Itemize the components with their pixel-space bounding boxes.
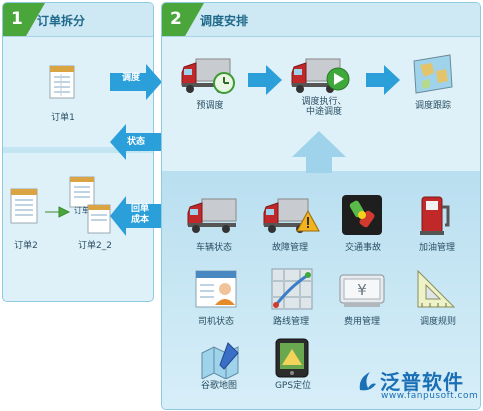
expense-management-icon[interactable]: ¥ (338, 271, 386, 311)
feature-label-vehicle-status: 车辆状态 (195, 243, 232, 253)
feature-label-refueling: 加油管理 (418, 243, 455, 253)
dispatch-title: 调度安排 (200, 14, 249, 28)
gps-device-icon[interactable] (272, 337, 312, 379)
order2-1-document-icon[interactable] (67, 175, 103, 213)
flow-arrow-1 (248, 65, 282, 95)
vehicle-status-truck-icon[interactable] (186, 193, 242, 235)
order1-label: 订单1 (51, 113, 75, 123)
google-map-icon[interactable] (198, 339, 242, 379)
svg-text:¥: ¥ (357, 281, 367, 299)
dispatch-execution-truck-icon[interactable] (290, 53, 352, 97)
order-split-panel: 1 订单拆分 订单1 订单2_1 订单2 订单2_2 (2, 2, 154, 302)
order-split-title: 订单拆分 (37, 14, 86, 28)
dispatch-arrow-label: 调度 (122, 73, 141, 83)
order1-document-icon[interactable] (48, 63, 78, 103)
flow-label-execution-1: 调度执行、 (301, 97, 347, 107)
feature-label-route-management: 路线管理 (272, 317, 309, 327)
logo-name: 泛普软件 (380, 370, 464, 394)
route-management-icon[interactable] (270, 267, 314, 311)
order2-document-icon[interactable] (7, 186, 43, 228)
dispatch-rules-ruler-icon[interactable] (414, 267, 458, 311)
flow-label-pre-dispatch: 预调度 (196, 101, 224, 111)
refueling-pump-icon[interactable] (418, 193, 454, 237)
feature-label-gps: GPS定位 (274, 381, 312, 391)
dispatch-header (162, 3, 480, 37)
order2-2-label: 订单2_2 (78, 241, 112, 251)
panel-separator (3, 147, 153, 153)
flow-arrow-2 (366, 65, 400, 95)
return-arrow-label-2: 成本 (131, 215, 150, 225)
return-arrow-label-1: 回单 (131, 204, 150, 214)
split-arrows-icon (45, 206, 71, 218)
pre-dispatch-truck-icon[interactable] (180, 53, 240, 97)
order2-label: 订单2 (14, 241, 38, 251)
driver-status-icon[interactable] (194, 267, 240, 311)
dispatch-panel: 2 调度安排 预调度 调度执行、 中途调度 (161, 2, 481, 410)
order2-2-document-icon[interactable] (85, 203, 115, 237)
flow-label-execution-2: 中途调度 (305, 107, 342, 117)
traffic-accident-icon[interactable] (340, 193, 384, 237)
status-arrow-label: 状态 (127, 137, 146, 147)
logo-url: www.fanpusoft.com (381, 391, 479, 401)
return-cost-arrow (110, 196, 162, 236)
feature-label-traffic-accident: 交通事故 (344, 243, 381, 253)
fanpu-logo-icon (359, 372, 376, 391)
feature-label-google-map: 谷歌地图 (200, 381, 237, 391)
dispatch-arrow (110, 64, 162, 100)
feature-label-expense-management: 费用管理 (343, 317, 380, 327)
feature-label-driver-status: 司机状态 (197, 317, 234, 327)
dispatch-tracking-map-icon[interactable] (410, 51, 454, 95)
status-arrow (110, 124, 162, 160)
feature-label-dispatch-rules: 调度规则 (419, 317, 456, 327)
fault-management-truck-icon[interactable] (262, 193, 320, 235)
feature-label-fault-management: 故障管理 (271, 243, 308, 253)
flow-label-tracking: 调度跟踪 (414, 101, 451, 111)
up-arrow (292, 131, 346, 173)
